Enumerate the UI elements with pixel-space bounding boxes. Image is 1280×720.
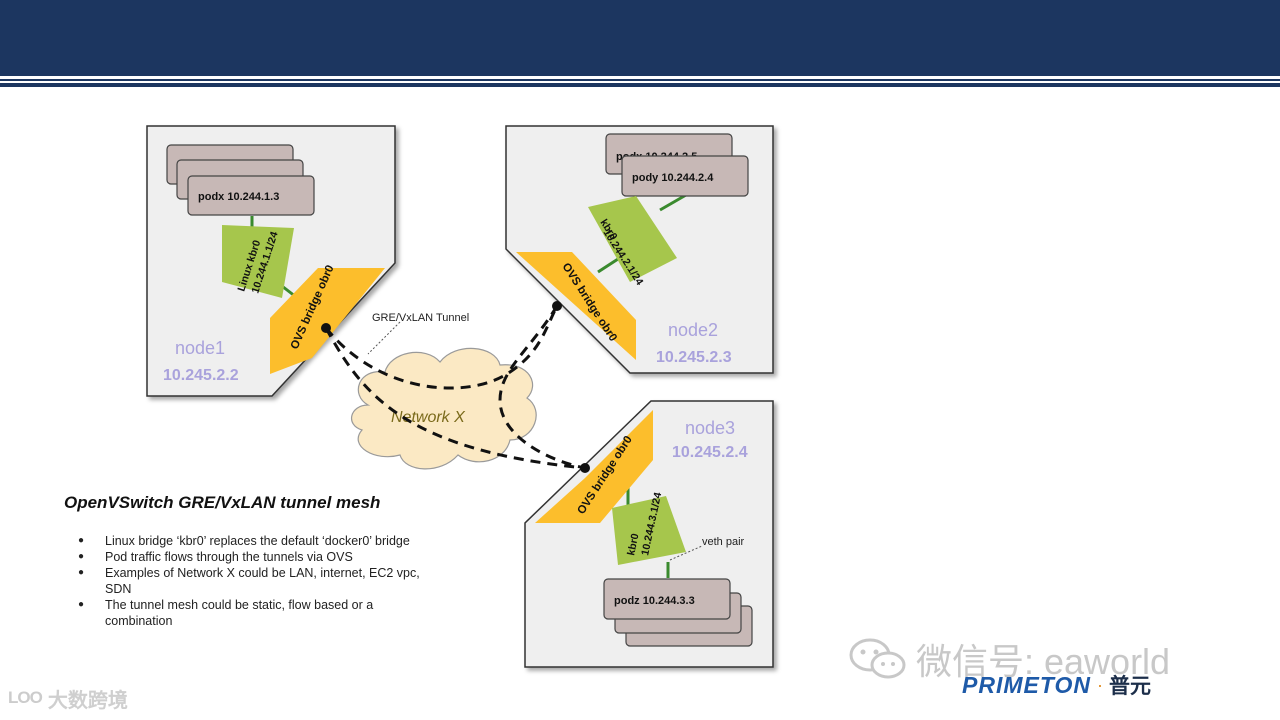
brand-separator: ·: [1096, 674, 1103, 695]
veth-pointer: [669, 545, 703, 561]
node1-pod-label: podx 10.244.1.3: [198, 191, 279, 203]
bullet-item: Pod traffic flows through the tunnels vi…: [78, 549, 428, 565]
node3-pod-label: podz 10.244.3.3: [614, 595, 695, 607]
tunnel-mesh: [324, 305, 586, 470]
node3-ovs-bridge: [535, 410, 653, 523]
wechat-account-text: 微信号: eaworld: [916, 641, 1171, 682]
watermark-logo: LOO: [8, 688, 43, 707]
node3-name: node3: [685, 418, 735, 438]
node2-kbr0: [588, 196, 677, 282]
node1-name: node1: [175, 338, 225, 358]
brand-logo: PRIMETON · 普元: [962, 670, 1151, 700]
node1-ovs-bridge: [270, 268, 385, 374]
caption-title: OpenVSwitch GRE/VxLAN tunnel mesh: [64, 493, 381, 512]
bullet-item: Linux bridge ‘kbr0’ replaces the default…: [78, 533, 428, 549]
tunnel-pointer: [367, 321, 401, 355]
watermark-left-text: 大数跨境: [47, 689, 128, 712]
header-rule-thick: [0, 83, 1280, 87]
brand-name: PRIMETON: [962, 671, 1091, 698]
node3-ip: 10.245.2.4: [672, 444, 748, 461]
node3-kbr0: [612, 496, 686, 565]
caption-bullets: Linux bridge ‘kbr0’ replaces the default…: [78, 533, 428, 629]
watermark-left: LOO 大数跨境: [8, 683, 128, 713]
bullet-item: Examples of Network X could be LAN, inte…: [78, 565, 428, 597]
node1-kbr0: [222, 225, 294, 298]
wechat-icon: [849, 638, 906, 679]
node2-tunnel-endpoint: [552, 301, 562, 311]
node2-name: node2: [668, 320, 718, 340]
bullet-item: The tunnel mesh could be static, flow ba…: [78, 597, 428, 629]
node2-ovs-bridge: [516, 252, 636, 360]
node1-pod: [187, 175, 315, 216]
node3-tunnel-endpoint: [580, 463, 590, 473]
node2-pod-label: pody 10.244.2.4: [632, 172, 714, 184]
node3-pod: [603, 578, 731, 620]
node2-pod: [621, 155, 749, 197]
header-band: [0, 0, 1280, 76]
tunnel-label: GRE/VxLAN Tunnel: [372, 312, 469, 324]
node1-ip: 10.245.2.2: [163, 367, 239, 384]
brand-chinese-name: 普元: [1108, 675, 1151, 698]
node2-ovs-link: [597, 257, 619, 274]
header-rule: [0, 79, 1280, 81]
wechat-watermark: 微信号: eaworld: [848, 633, 1170, 685]
node1-tunnel-endpoint: [321, 323, 331, 333]
network-x-label: Network X: [391, 409, 466, 426]
veth-label: veth pair: [702, 536, 745, 548]
node2-pod-link: [659, 193, 687, 212]
node3-kbr0-label: kbr0: [625, 532, 641, 556]
node2-ip: 10.245.2.3: [656, 349, 732, 366]
